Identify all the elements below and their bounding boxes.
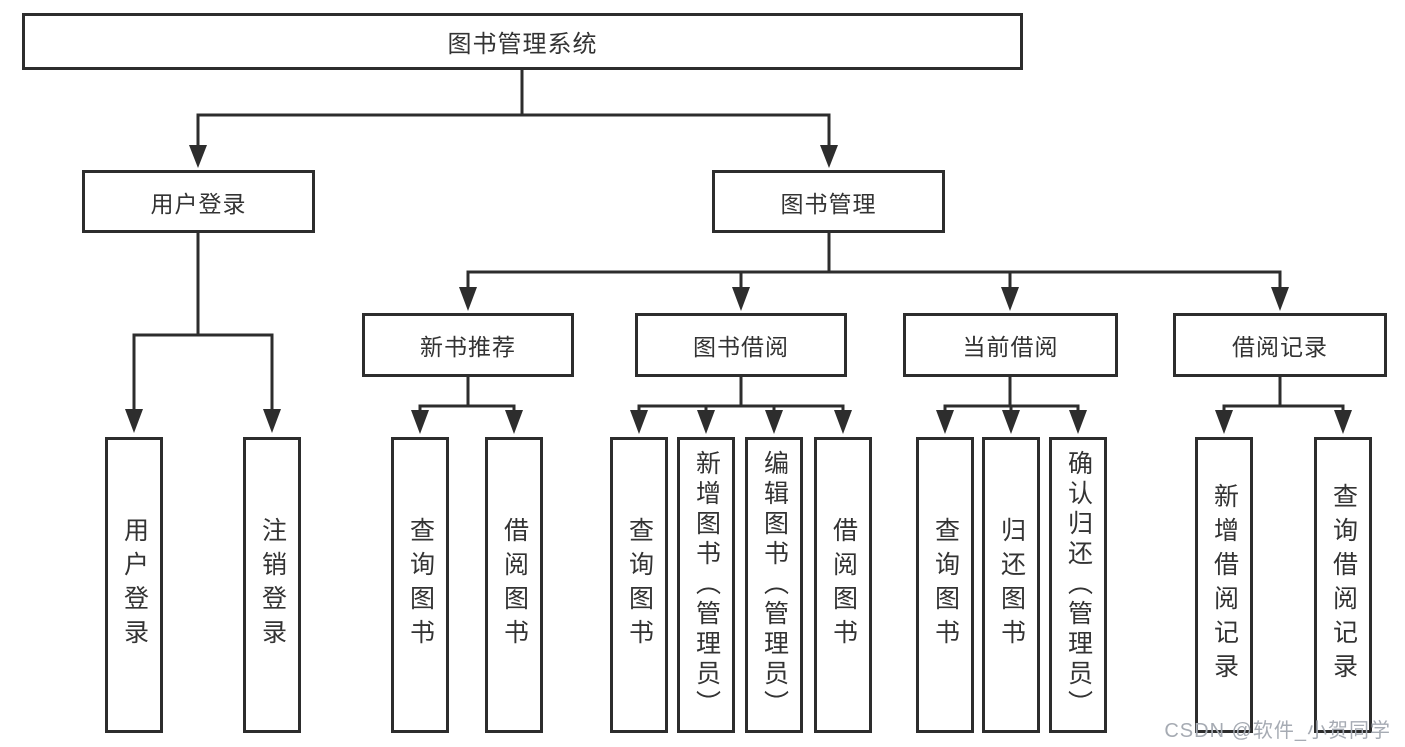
node-current-borrowing: 当前借阅	[903, 313, 1118, 377]
leaf-edit-books-admin: 编辑图书（管理员）	[745, 437, 803, 733]
node-label: 图书借阅	[693, 334, 789, 360]
leaf-add-books-admin: 新增图书（管理员）	[677, 437, 735, 733]
leaf-logout: 注销登录	[243, 437, 301, 733]
node-label: 借阅记录	[1232, 334, 1328, 360]
leaf-label: 查询借阅记录	[1329, 483, 1358, 687]
leaf-query-borrow-record: 查询借阅记录	[1314, 437, 1372, 733]
leaf-label: 借阅图书	[500, 517, 529, 653]
leaf-label: 确认归还（管理员）	[1064, 450, 1093, 720]
node-root-system: 图书管理系统	[22, 13, 1023, 70]
node-label: 新书推荐	[420, 334, 516, 360]
leaf-label: 查询图书	[931, 517, 960, 653]
leaf-query-books-2: 查询图书	[610, 437, 668, 733]
leaf-label: 查询图书	[406, 517, 435, 653]
node-label: 图书管理	[780, 190, 877, 217]
node-user-login: 用户登录	[82, 170, 315, 233]
leaf-label: 新增图书（管理员）	[692, 450, 721, 720]
leaf-label: 新增借阅记录	[1210, 483, 1239, 687]
node-label: 当前借阅	[962, 334, 1059, 360]
node-book-borrowing: 图书借阅	[635, 313, 847, 377]
leaf-borrow-books-2: 借阅图书	[814, 437, 872, 733]
leaf-label: 归还图书	[997, 517, 1026, 653]
csdn-watermark: CSDN @软件_小贺同学	[1164, 720, 1391, 742]
node-label: 图书管理系统	[447, 31, 598, 58]
node-borrowing-records: 借阅记录	[1173, 313, 1387, 377]
node-book-management: 图书管理	[712, 170, 945, 233]
node-label: 用户登录	[150, 190, 247, 217]
leaf-query-books-1: 查询图书	[391, 437, 449, 733]
leaf-label: 用户登录	[120, 517, 149, 653]
leaf-label: 注销登录	[258, 517, 287, 653]
leaf-user-login: 用户登录	[105, 437, 163, 733]
node-new-book-recommend: 新书推荐	[362, 313, 574, 377]
leaf-label: 借阅图书	[829, 517, 858, 653]
leaf-label: 编辑图书（管理员）	[760, 450, 789, 720]
leaf-borrow-books-1: 借阅图书	[485, 437, 543, 733]
leaf-query-books-3: 查询图书	[916, 437, 974, 733]
leaf-add-borrow-record: 新增借阅记录	[1195, 437, 1253, 733]
leaf-label: 查询图书	[625, 517, 654, 653]
leaf-confirm-return-admin: 确认归还（管理员）	[1049, 437, 1107, 733]
leaf-return-books: 归还图书	[982, 437, 1040, 733]
